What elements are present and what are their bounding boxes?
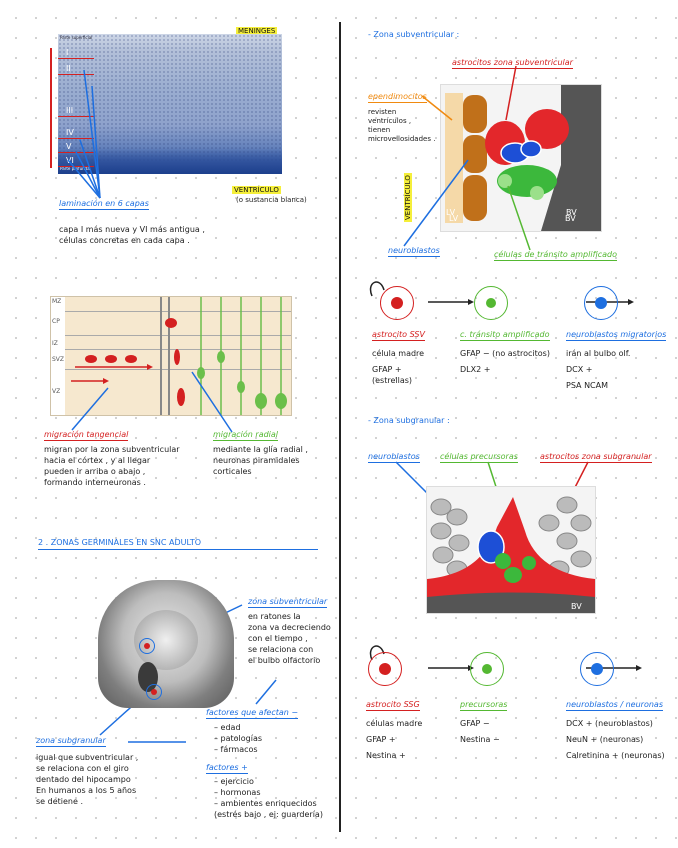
ependymal-note: revisten ventrículos , tienen microvello… [368,108,435,144]
bv-label: BV [566,208,577,217]
radial-heading: migración radial [213,430,278,441]
row2-line: DCX + (neuroblastos) [566,718,653,729]
cortex-layer-1: I [66,48,68,57]
zone-label-mz: MZ [52,298,61,305]
cortex-layer-3: III [66,106,73,115]
section2-title: 2 . ZONAS GERMINALES EN SNC ADULTO [38,538,318,550]
svg-text:BV: BV [571,602,582,611]
sgz-marker [146,684,162,700]
laminacion-heading: laminación en 6 capas [59,199,149,210]
cortex-layer-2: II [66,64,71,73]
factor-positive-item: – hormonas [214,787,323,798]
radial-note: mediante la glía radial , neuronas piram… [213,444,308,477]
factors-pos-heading: factores + [206,763,248,774]
neuroblasts-label: neuroblastos [388,246,440,257]
lv-label: LV [446,208,455,217]
row1-title-1: c. tránsito amplificado [460,330,550,341]
laminacion-note: capa I más nueva y VI más antigua , célu… [59,224,205,246]
svz-astrocyte-label: astrocitos zona subventricular [452,58,573,69]
layer-scale-line [50,48,52,168]
cortex-top-label: Parte superficial [60,35,92,40]
factor-negative-item: – patologías [214,733,262,744]
layer-boundary [58,116,94,117]
sgz-precursor-label: células precursoras [440,452,518,463]
cortex-micrograph [58,34,282,174]
cortex-layer-5: V [66,142,71,151]
zone-label-cp: CP [52,318,60,325]
svz-section-title: - Zona subventricular : [368,30,459,39]
migration-diagram [50,296,292,416]
row1-title-0: astrocito SSV [372,330,425,341]
row1-line: irán al bulbo olf. [566,348,630,359]
page-divider [339,22,341,832]
factors-neg-heading: factores que afectan − [206,708,298,719]
svz-heading: zona subventricular [248,597,327,608]
row2-title-0: astrocito SSG [366,700,420,711]
layer-boundary [58,166,94,167]
layer-boundary [58,74,94,75]
neuroblast-cell [584,286,618,320]
layer-boundary [58,58,94,59]
ependymal-label: ependimocitos [368,92,427,103]
row2-line: Calretinina + (neuronas) [566,750,665,761]
row1-line: DLX2 + [460,364,490,375]
zone-label-vz: VZ [52,388,60,395]
factor-positive-item: – ambientes enriquecidos (estrés bajo , … [214,798,323,820]
cortex-layer-6: VI [66,156,74,165]
zone-label-svz: SVZ [52,356,64,363]
brain-section-image [98,580,234,708]
svz-niche-diagram: LV BV [440,84,602,232]
row2-title-2: neuroblastos / neuronas [566,700,663,711]
sgz-neuroblast-cell [580,652,614,686]
row2-line: NeuN + (neuronas) [566,734,643,745]
row1-line: célula madre [372,348,424,359]
tangential-heading: migración tangencial [44,430,128,441]
sgz-astrocyte-label: astrocitos zona subgranular [540,452,652,463]
factor-negative-item: – edad [214,722,262,733]
layer-boundary [58,152,94,153]
row2-line: Nestina + [366,750,406,761]
sgz-heading: zona subgranular [36,736,106,747]
transit-label: células de tránsito amplificado [494,250,617,261]
layer-boundary [58,138,94,139]
row1-line: DCX + [566,364,592,375]
svz-marker [139,638,155,654]
cortex-layer-4: IV [66,128,74,137]
transit-cell [474,286,508,320]
row1-line: PSA NCAM [566,380,608,391]
ventricle-note: (o sustancia blanca) [236,195,307,206]
sgz-astrocyte-cell [368,652,402,686]
factors-neg-list: – edad– patologías– fármacos [214,722,262,755]
sgz-section-title: - Zona subgranular : [368,416,450,425]
tangential-note: migran por la zona subventricular hacia … [44,444,180,488]
sgz-note: igual que subventricular , se relaciona … [36,752,138,807]
ventricle-vertical-label: VENTRÍCULO [404,173,412,222]
factor-negative-item: – fármacos [214,744,262,755]
row2-title-1: precursoras [460,700,507,711]
svz-astrocyte-cell [380,286,414,320]
row1-line: GFAP − (no astrocitos) [460,348,550,359]
row2-line: GFAP − [460,718,490,729]
row1-title-2: neuroblastos migratorios [566,330,666,341]
sgz-niche-diagram: BV [426,486,596,614]
row2-line: células madre [366,718,422,729]
ventricle-label: VENTRÍCULO [232,186,281,194]
svz-note: en ratones la zona va decreciendo con el… [248,611,331,666]
row1-line: GFAP + (estrellas) [372,364,412,386]
factors-pos-list: – ejercicio– hormonas– ambientes enrique… [214,776,323,820]
zone-label-iz: IZ [52,340,58,347]
sgz-neuroblast-label: neuroblastos [368,452,420,463]
factor-positive-item: – ejercicio [214,776,323,787]
precursor-cell [470,652,504,686]
row2-line: Nestina − [460,734,500,745]
row2-line: GFAP + [366,734,396,745]
